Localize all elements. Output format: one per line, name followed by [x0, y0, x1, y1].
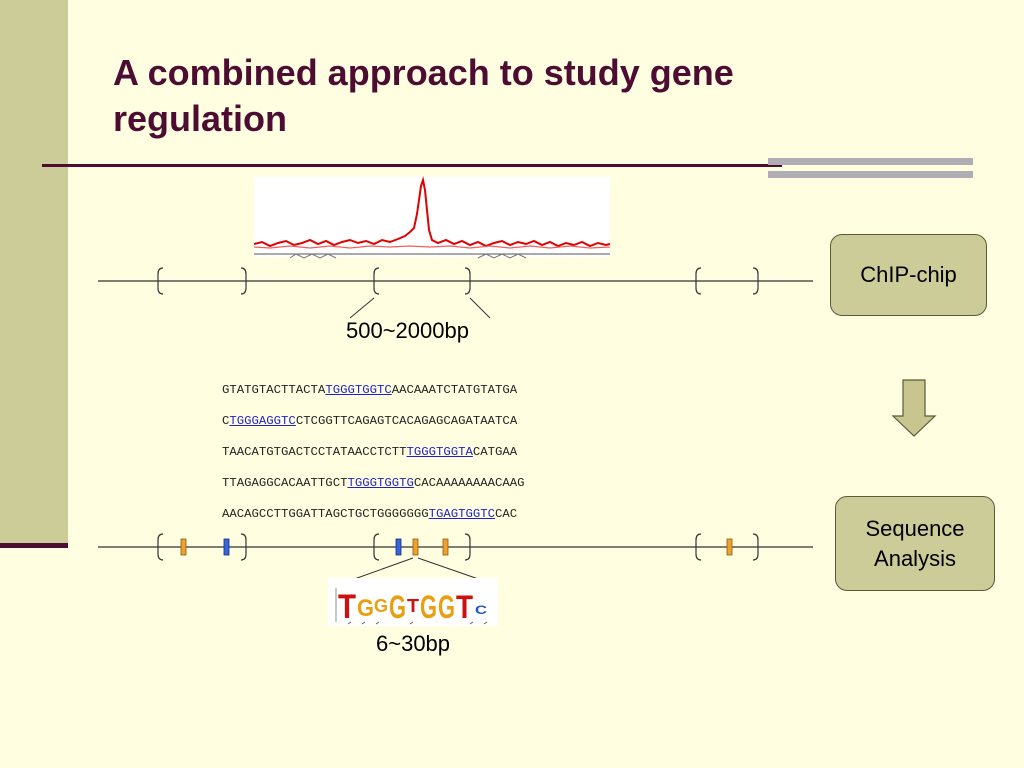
sequence-text: CATGAA: [472, 445, 518, 459]
sequence-text: CTCGGTTCAGAGTCACAGAGCAGATAATCA: [295, 414, 518, 428]
chip-peak-plot: [253, 176, 611, 259]
chip-chip-label: ChIP-chip: [860, 262, 957, 287]
title-divider-gray-bars: [768, 158, 973, 178]
genome-line-sequence: [98, 533, 813, 583]
left-decorative-band: [0, 0, 68, 545]
sequence-text: CACAAAAAAAACAAG: [413, 476, 525, 490]
logo-letter: G: [389, 589, 406, 625]
genome-line-chip: [98, 267, 813, 319]
logo-letter: C: [475, 603, 487, 617]
sequence-text: TAACATGTGACTCCTATAACCTCTT: [222, 445, 407, 459]
left-band-accent-line: [0, 543, 68, 548]
logo-letter: G: [420, 589, 437, 625]
sequence-analysis-label-line2: Analysis: [874, 545, 956, 571]
motif-sequence-logo: T G G G T G G T C: [328, 578, 498, 626]
sequence-text: AACAGCCTTGGATTAGCTGCTGGGGGGG: [222, 507, 429, 521]
sequence-text: C: [222, 414, 230, 428]
motif-match: TGGGTGGTG: [347, 476, 414, 490]
slide-title: A combined approach to study gene regula…: [113, 52, 734, 139]
motif-site-marker: [726, 538, 733, 556]
sequence-text: AACAAATCTATGTATGA: [391, 383, 518, 397]
sequence-line: CTGGGAGGTCCTCGGTTCAGAGTCACAGAGCAGATAATCA: [222, 414, 517, 428]
sequence-text: GTATGTACTTACTA: [222, 383, 326, 397]
chip-chip-box: ChIP-chip: [830, 234, 987, 316]
motif-site-marker: [395, 538, 402, 556]
sequence-analysis-box: Sequence Analysis: [835, 496, 995, 591]
sequence-text: CAC: [495, 507, 518, 521]
motif-match: TGGGTGGTA: [406, 445, 473, 459]
motif-size-label: 6~30bp: [376, 631, 451, 656]
motif-site-marker: [180, 538, 187, 556]
sequence-analysis-label-line1: Sequence: [865, 515, 965, 541]
sequence-line: TTAGAGGCACAATTGCTTGGGTGGTGCACAAAAAAAACAA…: [222, 476, 525, 490]
motif-match: TGGGAGGTC: [229, 414, 296, 428]
logo-letter: T: [456, 589, 473, 625]
logo-letter: G: [357, 595, 374, 622]
logo-letter: G: [374, 596, 388, 616]
logo-letter: G: [438, 589, 455, 625]
region-size-label: 500~2000bp: [346, 318, 469, 343]
down-arrow-icon: [891, 379, 937, 437]
logo-letter: T: [407, 596, 419, 616]
motif-match: TGAGTGGTC: [428, 507, 496, 521]
title-divider: [42, 164, 782, 167]
sequence-line: AACAGCCTTGGATTAGCTGCTGGGGGGGTGAGTGGTCCAC: [222, 507, 517, 521]
sequence-text: TTAGAGGCACAATTGCT: [222, 476, 348, 490]
sequence-line: TAACATGTGACTCCTATAACCTCTTTGGGTGGTACATGAA: [222, 445, 517, 459]
sequence-line: GTATGTACTTACTATGGGTGGTCAACAAATCTATGTATGA: [222, 383, 517, 397]
motif-site-marker: [442, 538, 449, 556]
motif-site-marker: [223, 538, 230, 556]
motif-match: TGGGTGGTC: [325, 383, 392, 397]
motif-site-marker: [412, 538, 419, 556]
logo-letter: T: [338, 588, 356, 626]
